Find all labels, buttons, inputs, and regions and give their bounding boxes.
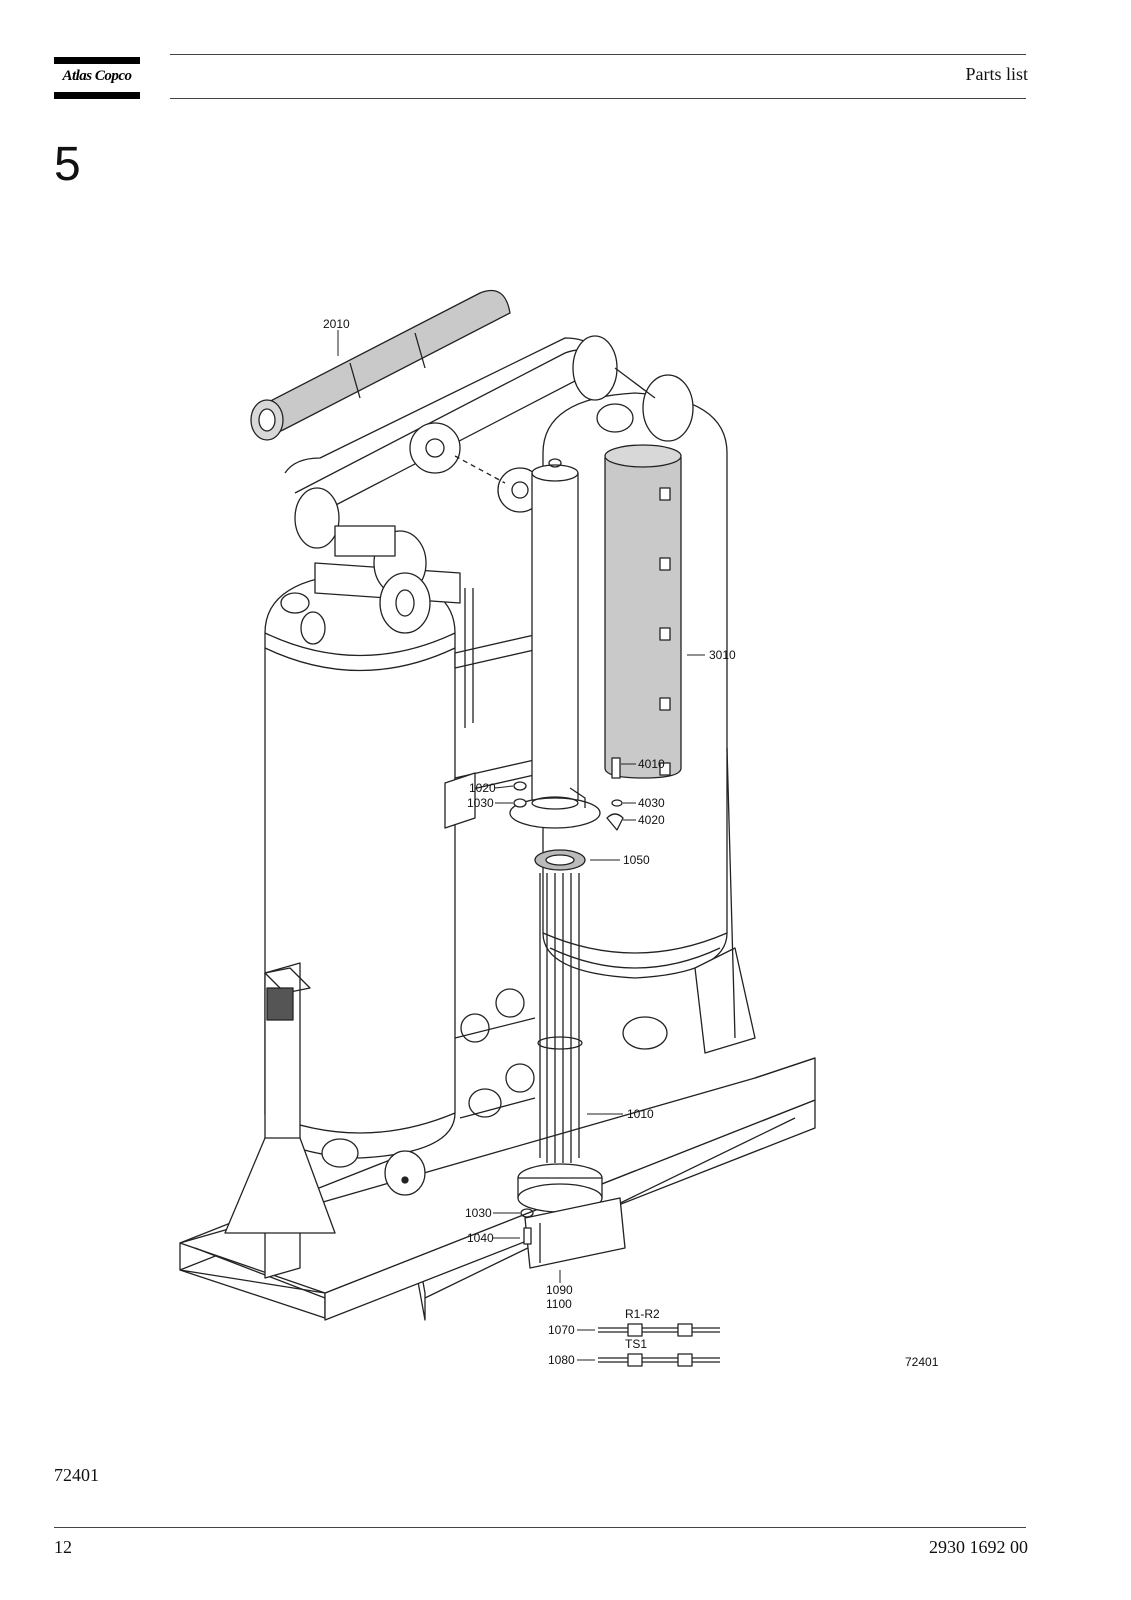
insulation-2010 (250, 289, 511, 441)
callout-1070: 1070 (548, 1323, 575, 1337)
callout-1020: 1020 (469, 781, 496, 795)
page-number: 12 (54, 1537, 72, 1557)
callout-4020: 4020 (638, 813, 665, 827)
heater-tube (509, 458, 601, 829)
callout-1010: 1010 (627, 1107, 654, 1121)
logo-bar-top (54, 57, 140, 64)
footer-rule (54, 1527, 1026, 1528)
callout-1090: 1090 (546, 1283, 573, 1297)
header-rule-top (170, 54, 1026, 55)
small-parts (513, 757, 624, 1245)
callout-ts1: TS1 (625, 1337, 647, 1351)
callout-4010: 4010 (638, 757, 665, 771)
callout-1080: 1080 (548, 1353, 575, 1367)
callout-2010: 2010 (323, 317, 350, 331)
callout-1040: 1040 (467, 1231, 494, 1245)
callout-1100: 1100 (546, 1297, 572, 1311)
cable-assemblies (598, 1323, 720, 1367)
top-piping (284, 335, 694, 634)
logo-bar-bottom (54, 92, 140, 99)
document-number: 2930 1692 00 (929, 1537, 1028, 1557)
callout-3010: 3010 (709, 648, 736, 662)
callout-1030-lower: 1030 (465, 1206, 492, 1220)
section-title: Parts list (965, 64, 1028, 84)
heating-element-bundle (517, 849, 626, 1269)
header-rule-bottom (170, 98, 1026, 99)
callout-1030-upper: 1030 (467, 796, 494, 810)
atlas-copco-logo: Atlas Copco (54, 57, 140, 99)
callout-1050: 1050 (623, 853, 650, 867)
parts-drawing: 2010 3010 4010 1020 1030 4030 4020 1050 … (95, 258, 981, 1398)
jacket-3010 (604, 444, 682, 779)
figure-caption: 72401 (54, 1465, 99, 1485)
drawing-id: 72401 (905, 1355, 939, 1369)
chapter-number: 5 (54, 138, 81, 191)
callout-r1-r2: R1-R2 (625, 1307, 660, 1321)
callout-4030: 4030 (638, 796, 665, 810)
leader-lines (337, 330, 705, 1361)
middle-frame (444, 588, 544, 829)
valve-group (321, 988, 668, 1196)
parts-drawing-svg: 2010 3010 4010 1020 1030 4030 4020 1050 … (179, 289, 939, 1369)
logo-text: Atlas Copco (62, 68, 132, 84)
